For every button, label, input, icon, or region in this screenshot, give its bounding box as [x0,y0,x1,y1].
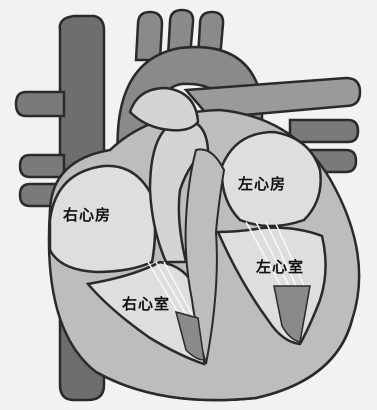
right-atrium-label: 右心房 [63,208,111,223]
right-pulmonary-vein-middle [20,155,64,177]
left-ventricle-label: 左心室 [256,260,304,275]
left-atrium-label: 左心房 [238,177,286,192]
right-pulmonary-vein-upper [16,92,64,116]
left-pulmonary-vein-upper [290,120,358,142]
right-ventricle-label: 右心室 [122,297,170,312]
aorta-branch-1 [136,12,162,60]
